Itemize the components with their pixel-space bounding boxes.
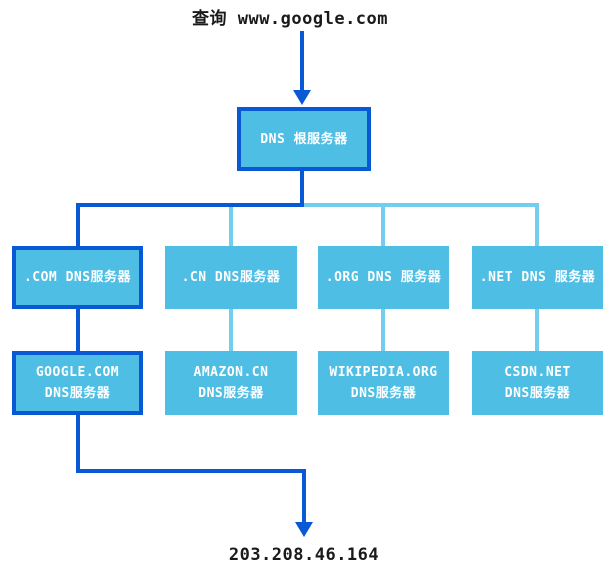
node-label-line1: GOOGLE.COM bbox=[35, 365, 120, 380]
node-org-dns-server: .ORG DNS 服务器 bbox=[318, 246, 449, 309]
node-cn-dns-server: .CN DNS服务器 bbox=[165, 246, 297, 309]
branch-bus-dark-segment bbox=[76, 203, 304, 207]
node-wikipedia-org-dns-server: WIKIPEDIA.ORG DNS服务器 bbox=[318, 351, 449, 415]
connector-result-down bbox=[302, 469, 306, 523]
node-label-line2: DNS服务器 bbox=[350, 386, 417, 401]
node-label-line2: DNS服务器 bbox=[504, 386, 571, 401]
arrow-down-icon bbox=[295, 522, 313, 537]
result-ip-label: 203.208.46.164 bbox=[228, 545, 380, 565]
node-com-dns-server: .COM DNS服务器 bbox=[12, 246, 143, 309]
connector-bus-to-com bbox=[76, 203, 80, 246]
node-label: .NET DNS 服务器 bbox=[479, 270, 596, 285]
node-amazon-cn-dns-server: AMAZON.CN DNS服务器 bbox=[165, 351, 297, 415]
connector-cn-to-amazon bbox=[229, 309, 233, 351]
connector-org-to-wikipedia bbox=[381, 309, 385, 351]
node-label: .ORG DNS 服务器 bbox=[325, 270, 442, 285]
node-label: .COM DNS服务器 bbox=[23, 270, 132, 285]
connector-root-stem bbox=[300, 171, 304, 207]
connector-com-to-google bbox=[76, 309, 80, 351]
node-label: .CN DNS服务器 bbox=[181, 270, 281, 285]
branch-bus-light-segment bbox=[304, 203, 539, 207]
connector-query-to-root bbox=[300, 31, 304, 91]
node-label-line1: AMAZON.CN bbox=[193, 365, 269, 380]
node-net-dns-server: .NET DNS 服务器 bbox=[472, 246, 603, 309]
node-label: DNS 根服务器 bbox=[260, 131, 348, 147]
node-label-line1: WIKIPEDIA.ORG bbox=[329, 365, 438, 380]
connector-google-down bbox=[76, 415, 80, 473]
node-label-line2: DNS服务器 bbox=[198, 386, 264, 401]
connector-bus-to-net bbox=[535, 207, 539, 246]
node-csdn-net-dns-server: CSDN.NET DNS服务器 bbox=[472, 351, 603, 415]
node-label-line1: CSDN.NET bbox=[504, 365, 571, 380]
connector-net-to-csdn bbox=[535, 309, 539, 351]
node-dns-root-server: DNS 根服务器 bbox=[237, 107, 371, 171]
connector-bus-to-org bbox=[381, 207, 385, 246]
connector-result-horizontal bbox=[76, 469, 306, 473]
node-label-line2: DNS服务器 bbox=[44, 386, 111, 401]
query-label: 查询 www.google.com bbox=[191, 9, 389, 29]
node-google-com-dns-server: GOOGLE.COM DNS服务器 bbox=[12, 351, 143, 415]
arrow-down-icon bbox=[293, 90, 311, 105]
connector-bus-to-cn bbox=[229, 207, 233, 246]
